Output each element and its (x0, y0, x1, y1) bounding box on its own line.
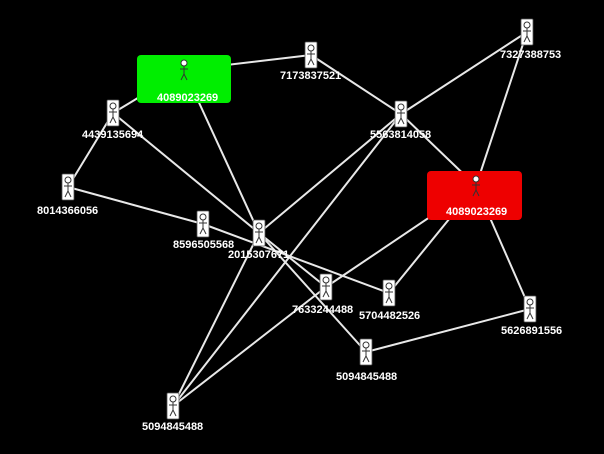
edge-n5-n14 (172, 113, 402, 407)
node-label: 7327388753 (500, 49, 561, 61)
person-icon (61, 173, 75, 201)
edge-n6-n8 (67, 186, 204, 225)
person-icon (304, 41, 318, 69)
edges-layer (67, 31, 531, 407)
edge-n4-n6 (67, 112, 114, 188)
person-icon (523, 295, 537, 323)
highlight-box-red (427, 171, 522, 220)
node-n12[interactable]: 5626891556 (501, 295, 562, 337)
node-n1[interactable]: 4089023269 (137, 55, 231, 104)
node-label: 5094845488 (336, 371, 397, 383)
node-label: 4089023269 (157, 92, 218, 104)
edge-n4-n9 (112, 112, 260, 234)
node-label: 7633244488 (292, 304, 353, 316)
highlight-box-green (137, 55, 231, 103)
person-icon (520, 18, 534, 46)
person-icon (472, 175, 480, 197)
node-n7[interactable]: 4089023269 (427, 171, 522, 220)
person-icon (106, 99, 120, 127)
person-icon (359, 338, 373, 366)
person-icon (382, 279, 396, 307)
edge-n3-n7 (475, 31, 528, 187)
edge-n8-n11 (202, 223, 390, 294)
node-label: 4439135694 (82, 129, 144, 141)
person-icon (180, 59, 188, 81)
node-n10[interactable]: 7633244488 (292, 273, 353, 316)
node-label: 5094845488 (142, 421, 203, 433)
node-label: 2015307671 (228, 249, 289, 261)
node-label: 7173837521 (280, 70, 341, 82)
edge-n12-n13 (365, 308, 531, 353)
node-n14[interactable]: 5094845488 (142, 392, 203, 433)
node-n4[interactable]: 4439135694 (82, 99, 144, 141)
edge-n3-n5 (400, 31, 528, 115)
edge-n10-n14 (172, 286, 327, 407)
node-n9[interactable]: 2015307671 (228, 219, 289, 261)
node-n2[interactable]: 7173837521 (280, 41, 341, 82)
node-n13[interactable]: 5094845488 (336, 338, 397, 383)
node-n11[interactable]: 5704482526 (359, 279, 420, 322)
edge-n9-n13 (258, 232, 367, 353)
edge-n9-n10 (258, 232, 327, 288)
node-n8[interactable]: 8596505568 (173, 210, 234, 251)
edge-n5-n9 (258, 113, 402, 234)
node-n6[interactable]: 8014366056 (37, 173, 98, 217)
nodes-layer: 4089023269 7173837521 7327388753 4439135694… (37, 18, 562, 433)
person-icon (166, 392, 180, 420)
person-icon (319, 273, 333, 301)
node-label: 5626891556 (501, 325, 562, 337)
edge-n2-n5 (310, 54, 402, 115)
node-n3[interactable]: 7327388753 (500, 18, 561, 61)
node-label: 5704482526 (359, 310, 420, 322)
node-label: 5563814058 (370, 129, 431, 141)
node-label: 4089023269 (446, 206, 507, 218)
person-icon (252, 219, 266, 247)
edge-n9-n14 (172, 232, 260, 407)
node-label: 8596505568 (173, 239, 234, 251)
node-n5[interactable]: 5563814058 (370, 100, 431, 141)
node-label: 8014366056 (37, 205, 98, 217)
person-icon (394, 100, 408, 128)
person-icon (196, 210, 210, 238)
